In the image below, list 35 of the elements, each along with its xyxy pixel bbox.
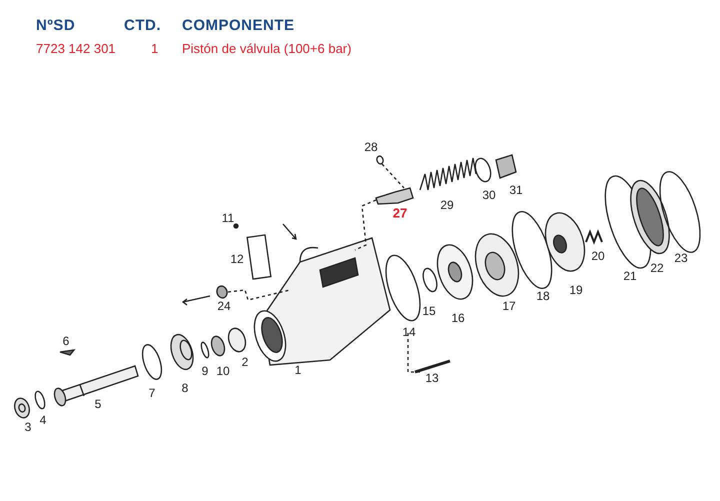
callout-number: 16 <box>451 312 465 324</box>
column-header: COMPONENTE <box>182 18 295 33</box>
callout-number: 27 <box>392 206 408 220</box>
table-cell: 7723 142 301 <box>36 42 116 55</box>
callout-number: 3 <box>24 421 32 433</box>
callout-number: 4 <box>40 414 46 426</box>
callout-number: 31 <box>509 184 523 196</box>
callout-number: 29 <box>440 199 454 211</box>
callout-number: 28 <box>364 141 378 153</box>
callout-number: 9 <box>202 365 208 377</box>
table-cell: 1 <box>151 42 158 55</box>
callout-number: 6 <box>62 335 70 347</box>
callout-number: 19 <box>569 284 583 296</box>
callout-number: 23 <box>674 252 688 264</box>
callout-number: 1 <box>294 364 302 376</box>
callout-number: 7 <box>148 387 156 399</box>
table-cell: Pistón de válvula (100+6 bar) <box>182 42 352 55</box>
callout-number: 15 <box>422 305 436 317</box>
callout-number: 30 <box>482 189 496 201</box>
callout-number: 20 <box>591 250 605 262</box>
callout-number: 21 <box>623 270 637 282</box>
callout-number: 17 <box>502 300 516 312</box>
callout-number: 11 <box>222 212 234 224</box>
callout-number: 24 <box>217 300 231 312</box>
callout-number: 14 <box>402 326 416 338</box>
callout-number: 12 <box>230 253 244 265</box>
callout-number: 22 <box>650 262 664 274</box>
callout-number: 10 <box>216 365 230 377</box>
column-header: CTD. <box>124 18 161 33</box>
callout-number: 8 <box>182 382 188 394</box>
callout-number: 5 <box>94 398 102 410</box>
callout-number: 18 <box>536 290 550 302</box>
callout-number: 13 <box>425 372 439 384</box>
callout-number: 2 <box>242 356 248 368</box>
column-header: NºSD <box>36 18 76 33</box>
